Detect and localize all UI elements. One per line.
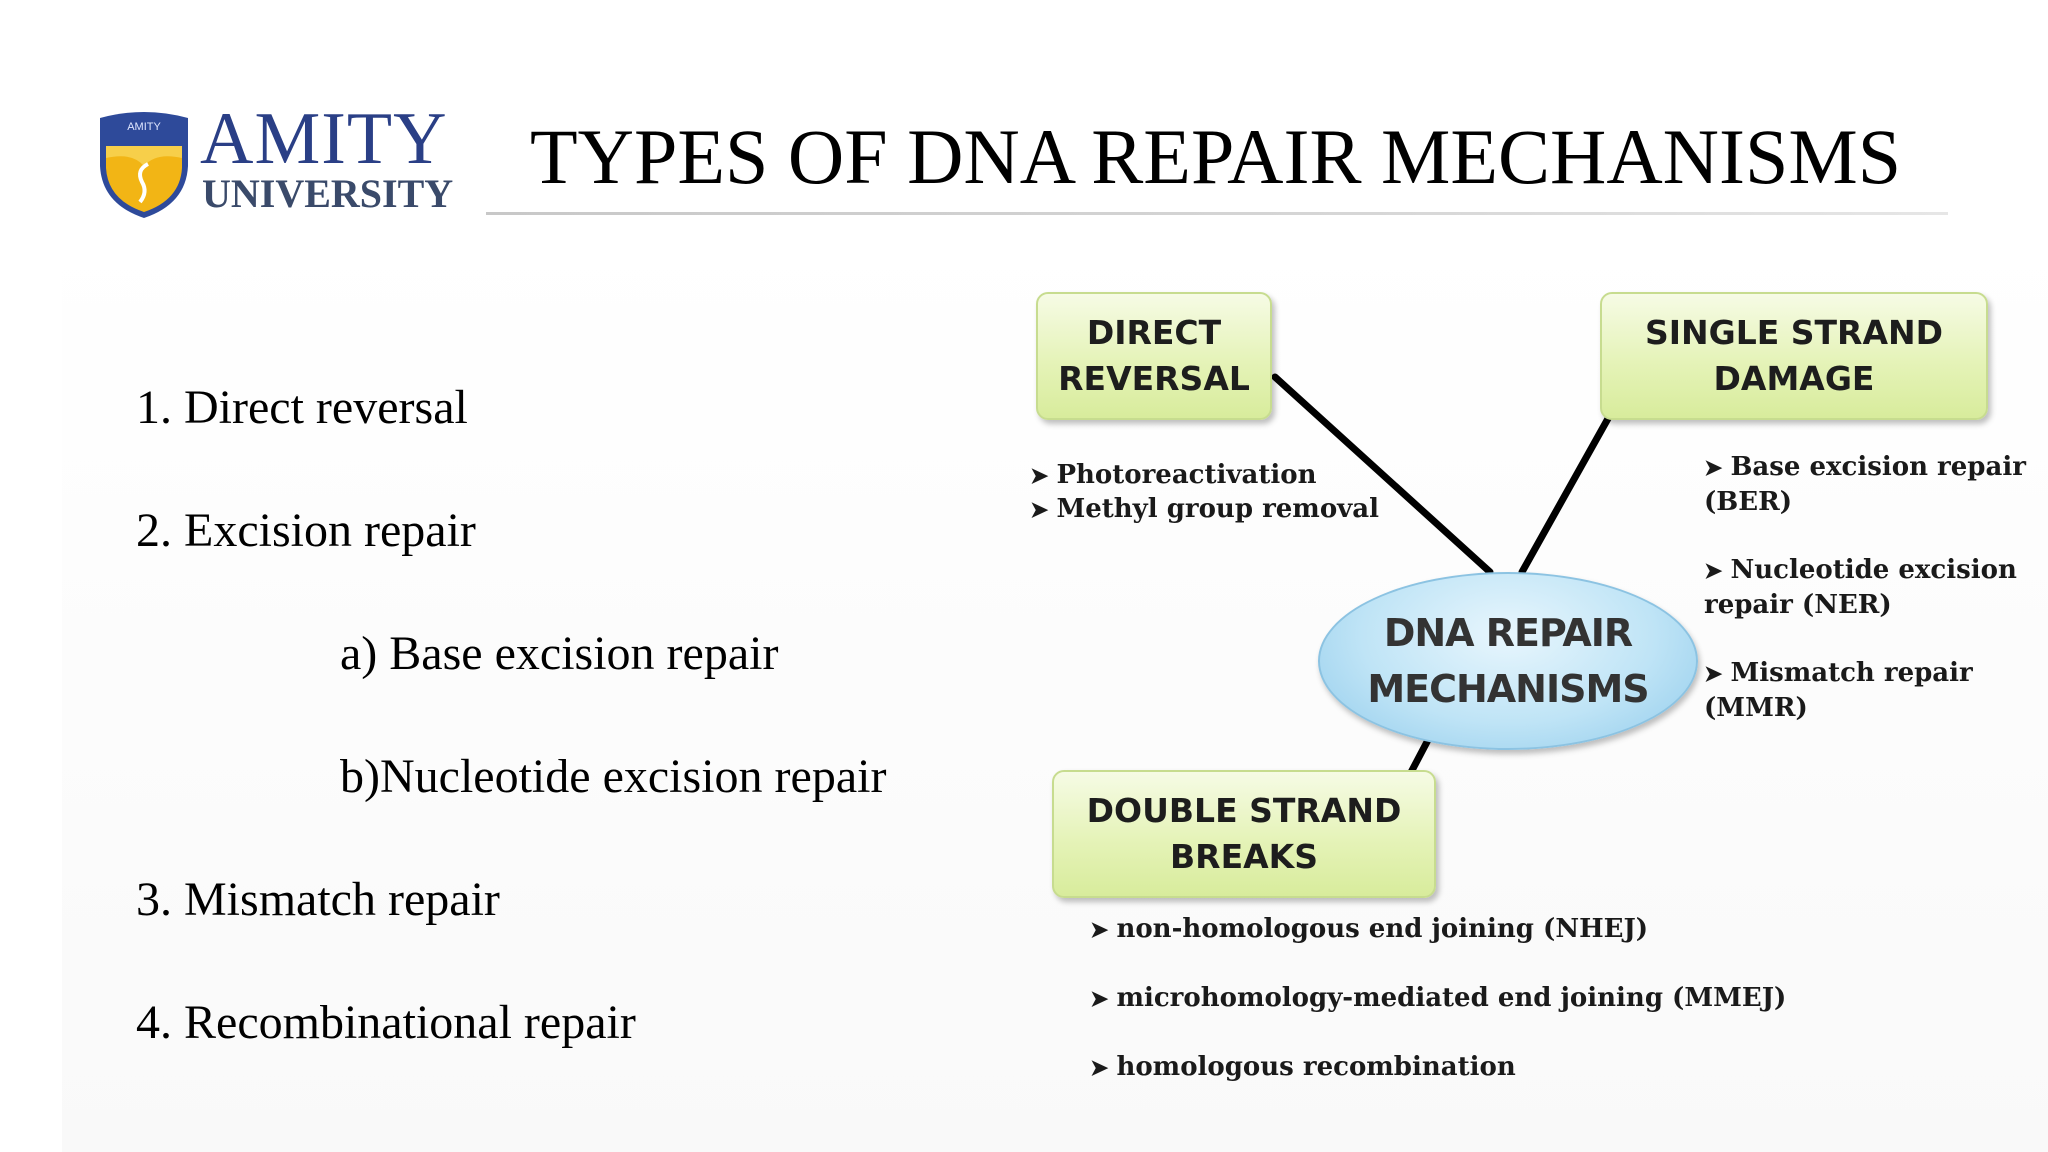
hub-line2: MECHANISMS — [1367, 667, 1649, 711]
arrow-icon: ➤ — [1090, 917, 1109, 943]
box-direct-line2: REVERSAL — [1058, 359, 1250, 398]
arrow-icon: ➤ — [1090, 986, 1109, 1012]
box-double-line2: BREAKS — [1170, 837, 1318, 876]
box-direct-line1: DIRECT — [1086, 313, 1222, 352]
bullet-ber: ➤Base excision repair (BER) — [1704, 452, 2026, 517]
arrow-icon: ➤ — [1704, 455, 1723, 481]
title-divider — [486, 212, 1948, 215]
connector-single — [1518, 411, 1614, 576]
box-direct-reversal: DIRECT REVERSAL — [1036, 292, 1272, 420]
bullet-mmej: ➤microhomology-mediated end joining (MME… — [1090, 981, 1786, 1016]
bullet-methyl-group-removal: ➤Methyl group removal — [1030, 492, 1379, 527]
list-item-direct-reversal: 1. Direct reversal — [136, 381, 468, 434]
box-double-strand-breaks: DOUBLE STRAND BREAKS — [1052, 770, 1436, 898]
bullet-photoreactivation: ➤Photoreactivation — [1030, 458, 1316, 493]
connector-direct — [1271, 373, 1494, 576]
list-item-mismatch-repair: 3. Mismatch repair — [136, 873, 500, 926]
logo-amity-text: AMITY — [200, 98, 448, 180]
dna-repair-diagram: DIRECT REVERSAL SINGLE STRAND DAMAGE DNA… — [1020, 280, 2026, 1110]
arrow-icon: ➤ — [1704, 661, 1723, 687]
list-item-nucleotide-excision: b)Nucleotide excision repair — [340, 750, 887, 803]
box-single-line2: DAMAGE — [1713, 359, 1875, 398]
bullet-nhej: ➤non-homologous end joining (NHEJ) — [1090, 912, 1648, 947]
shield-badge-text: AMITY — [127, 121, 161, 133]
list-item-base-excision: a) Base excision repair — [340, 627, 779, 680]
page-title: TYPES OF DNA REPAIR MECHANISMS — [530, 113, 1902, 200]
box-single-line1: SINGLE STRAND — [1644, 313, 1944, 352]
arrow-icon: ➤ — [1030, 497, 1049, 523]
bullet-mmr: ➤Mismatch repair (MMR) — [1704, 658, 1973, 723]
bullet-homologous-recombination: ➤homologous recombination — [1090, 1050, 1516, 1085]
hub-dna-repair-mechanisms: DNA REPAIR MECHANISMS — [1318, 572, 1698, 750]
amity-university-logo: AMITY AMITY UNIVERSITY — [96, 98, 456, 224]
hub-line1: DNA REPAIR — [1383, 611, 1633, 655]
shield-icon: AMITY — [100, 112, 188, 218]
arrow-icon: ➤ — [1704, 558, 1723, 584]
list-item-recombinational-repair: 4. Recombinational repair — [136, 996, 636, 1049]
list-item-excision-repair: 2. Excision repair — [136, 504, 476, 557]
bullet-ner: ➤Nucleotide excision repair (NER) — [1704, 555, 2017, 620]
arrow-icon: ➤ — [1030, 463, 1049, 489]
box-single-strand-damage: SINGLE STRAND DAMAGE — [1600, 292, 1988, 420]
box-double-line1: DOUBLE STRAND — [1086, 791, 1402, 830]
arrow-icon: ➤ — [1090, 1055, 1109, 1081]
logo-university-text: UNIVERSITY — [202, 171, 454, 216]
